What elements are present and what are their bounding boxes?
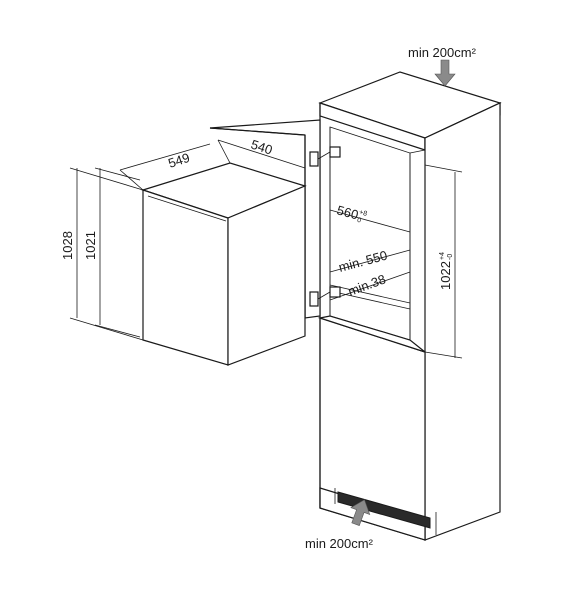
- depth-549-label: 549: [166, 150, 191, 171]
- niche-width-tol-minus: 0: [356, 217, 362, 225]
- vent-top-label: min 200cm²: [408, 45, 477, 60]
- vent-arrows: [350, 59, 456, 526]
- appliance: [141, 162, 307, 366]
- open-door: [209, 119, 341, 319]
- height-1021-label: 1021: [83, 231, 98, 260]
- dimension-lines: [69, 139, 463, 359]
- bottom-vent-grille: [337, 491, 431, 529]
- vent-bottom-label: min 200cm²: [305, 536, 374, 551]
- appliance-side: [227, 185, 306, 366]
- cabinet: [317, 71, 502, 541]
- niche-height-tol-plus: +4: [439, 252, 446, 260]
- niche-width-tol-plus: +8: [358, 209, 368, 218]
- min-38-label: min.38: [346, 271, 388, 298]
- arrow-down-icon: [434, 59, 456, 87]
- niche-height-tol-minus: -0: [447, 254, 454, 260]
- bottom-hinge: [309, 286, 341, 307]
- arrow-up-icon: [350, 499, 371, 526]
- niche-height-label: 1022: [438, 261, 453, 290]
- top-hinge: [309, 146, 341, 167]
- niche-opening: [329, 126, 411, 341]
- height-1028-label: 1028: [60, 231, 75, 260]
- cabinet-side-panel: [424, 102, 501, 541]
- width-540-label: 540: [249, 137, 274, 158]
- niche-width-label: 560: [335, 202, 360, 222]
- appliance-front: [142, 189, 229, 366]
- min-550-label: min. 550: [337, 248, 389, 275]
